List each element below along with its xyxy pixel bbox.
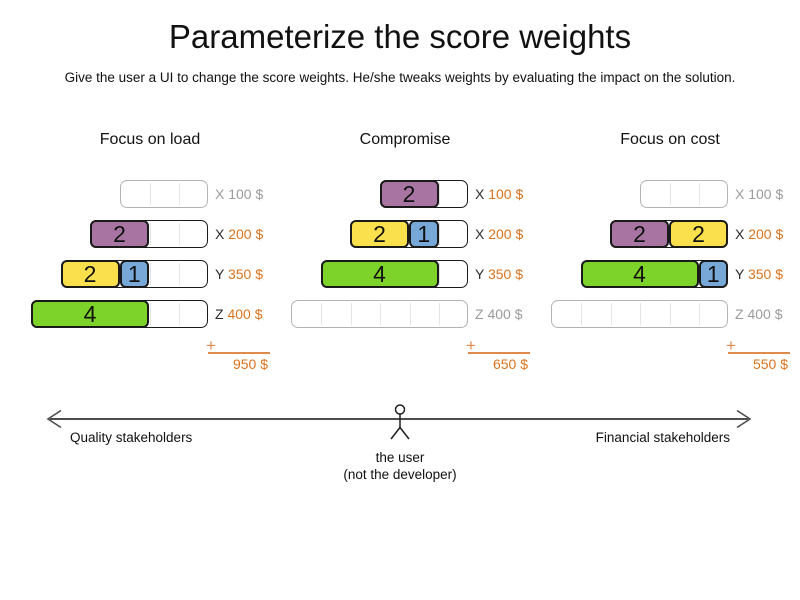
segment-divider — [669, 303, 671, 325]
machine-cost: 400 $ — [223, 306, 263, 322]
machine-cost: 100 $ — [484, 186, 524, 202]
machine-letter: X — [735, 226, 745, 242]
machine-letter: Y — [735, 266, 745, 282]
capacity-container — [639, 180, 728, 208]
machine-label: X 200 $ — [735, 226, 783, 242]
plus-icon: + — [466, 336, 476, 355]
segment-divider — [179, 183, 180, 205]
segment-divider — [439, 223, 440, 245]
process-block: 2 — [379, 180, 439, 208]
user-stick-figure-icon — [390, 404, 410, 440]
segment-divider — [699, 303, 700, 325]
machine-letter: Z — [735, 306, 744, 322]
process-block: 4 — [320, 260, 439, 288]
user-label-line1: the user — [375, 450, 425, 465]
capacity-container — [119, 180, 208, 208]
scenario-title: Compromise — [359, 131, 451, 148]
user-label-line2: (not the developer) — [343, 467, 457, 482]
segment-divider — [439, 183, 440, 205]
scenario-total: 550 $ — [752, 356, 788, 372]
machine-cost: 100 $ — [224, 186, 264, 202]
machine-label: X 100 $ — [735, 186, 783, 202]
machine-cost: 100 $ — [744, 186, 784, 202]
page-title: Parameterize the score weights — [168, 18, 632, 55]
process-block: 1 — [698, 260, 728, 288]
machine-label: X 100 $ — [215, 186, 263, 202]
segment-divider — [350, 303, 352, 325]
segment-divider — [439, 263, 440, 285]
machine-label: Y 350 $ — [735, 266, 783, 282]
segment-divider — [699, 183, 700, 205]
machine-cost: 400 $ — [483, 306, 523, 322]
segment-divider — [439, 303, 440, 325]
segment-divider — [179, 263, 180, 285]
segment-divider — [321, 303, 322, 325]
machine-letter: Y — [215, 266, 225, 282]
process-block: 1 — [119, 260, 149, 288]
machine-label: X 200 $ — [215, 226, 263, 242]
machine-label: Z 400 $ — [735, 306, 783, 322]
machine-label: Y 350 $ — [475, 266, 523, 282]
scenario-total: 950 $ — [232, 356, 268, 372]
segment-divider — [149, 263, 151, 285]
machine-label: Y 350 $ — [215, 266, 263, 282]
machine-cost: 400 $ — [743, 306, 783, 322]
plus-icon: + — [726, 336, 736, 355]
segment-divider — [380, 303, 381, 325]
machine-cost: 350 $ — [224, 266, 264, 282]
segment-divider — [149, 303, 151, 325]
subtitle: Give the user a UI to change the score w… — [64, 70, 736, 85]
machine-cost: 350 $ — [744, 266, 784, 282]
segment-divider — [149, 223, 151, 245]
process-block: 2 — [60, 260, 120, 288]
capacity-container — [291, 300, 468, 328]
process-block: 2 — [350, 220, 409, 248]
machine-label: X 200 $ — [475, 226, 523, 242]
segment-divider — [581, 303, 582, 325]
sum-line — [728, 352, 790, 354]
process-block: 2 — [669, 220, 728, 248]
segment-divider — [149, 183, 151, 205]
process-block: 1 — [409, 220, 439, 248]
scenario-title: Focus on load — [99, 131, 201, 148]
machine-cost: 200 $ — [744, 226, 784, 242]
machine-cost: 200 $ — [484, 226, 524, 242]
machine-label: Z 400 $ — [475, 306, 523, 322]
machine-cost: 200 $ — [224, 226, 264, 242]
right-arrowhead-icon — [736, 409, 752, 429]
segment-divider — [179, 303, 180, 325]
machine-letter: X — [475, 186, 485, 202]
process-block: 2 — [90, 220, 149, 248]
machine-letter: X — [215, 186, 225, 202]
segment-divider — [409, 303, 411, 325]
process-block: 4 — [580, 260, 699, 288]
capacity-container — [551, 300, 728, 328]
left-arrowhead-icon — [46, 409, 62, 429]
segment-divider — [669, 183, 671, 205]
segment-divider — [610, 303, 612, 325]
machine-letter: X — [475, 226, 485, 242]
machine-letter: Y — [475, 266, 485, 282]
plus-icon: + — [206, 336, 216, 355]
axis-right-label: Financial stakeholders — [595, 430, 730, 445]
machine-label: Z 400 $ — [215, 306, 263, 322]
scenario-total: 650 $ — [492, 356, 528, 372]
process-block: 4 — [31, 300, 149, 328]
machine-letter: Z — [215, 306, 224, 322]
scenario-title: Focus on cost — [620, 131, 720, 148]
segment-divider — [640, 303, 641, 325]
segment-divider — [179, 223, 180, 245]
axis-left-label: Quality stakeholders — [70, 430, 193, 445]
machine-label: X 100 $ — [475, 186, 523, 202]
sum-line — [468, 352, 530, 354]
machine-letter: Z — [475, 306, 484, 322]
machine-letter: X — [735, 186, 745, 202]
machine-letter: X — [215, 226, 225, 242]
stakeholder-axis — [46, 404, 752, 440]
machine-cost: 350 $ — [484, 266, 524, 282]
process-block: 2 — [610, 220, 669, 248]
sum-line — [208, 352, 270, 354]
